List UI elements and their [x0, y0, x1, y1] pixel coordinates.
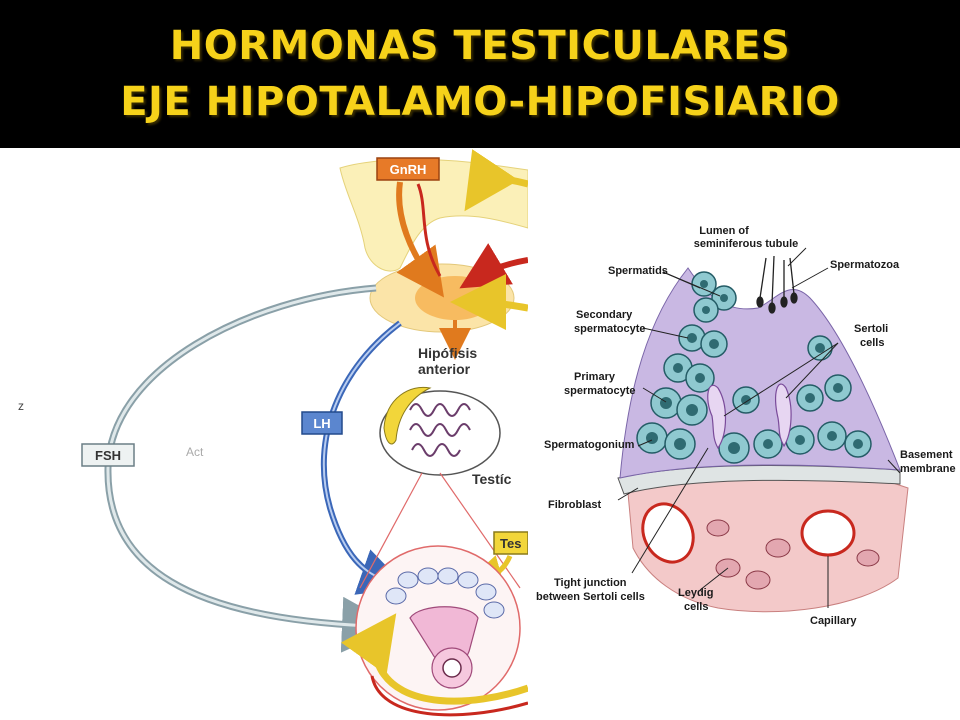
primary-spermatocyte-label-line1: Primary [574, 371, 616, 383]
fsh-label: FSH [95, 448, 121, 463]
sertoli-label-line1: Sertoli [854, 323, 888, 335]
axis-diagram: z Act GnRH Hipófisis anterior [18, 149, 528, 717]
feedback-arrow-yellow [450, 274, 528, 331]
spermatogonium-label: Spermatogonium [544, 439, 635, 451]
slide-title-line-2: EJE HIPOTALAMO-HIPOFISIARIO [120, 79, 840, 125]
zoom-line-left [359, 472, 423, 589]
lumen-label-line2: seminiferous tubule [694, 238, 799, 250]
lh-arrow-highlight [322, 322, 401, 581]
fsh-arrow-highlight [106, 286, 377, 628]
pituitary-core-shape [415, 276, 495, 320]
hipofisis-label-line2: anterior [418, 361, 471, 377]
germ-cell-nuclei [646, 280, 863, 454]
title-bar: HORMONAS TESTICULARES EJE HIPOTALAMO-HIP… [0, 0, 960, 148]
gnrh-arrow [396, 181, 445, 298]
gnrh-box [376, 157, 440, 181]
leader-lines [617, 247, 901, 608]
spermatids-label: Spermatids [608, 265, 668, 277]
basement-membrane-label-line1: Basement [900, 449, 953, 461]
leydig-label-line2: cells [684, 601, 708, 613]
gnrh-arrow-inner [416, 183, 442, 277]
tight-junction-label-line2: between Sertoli cells [536, 591, 645, 603]
seminiferous-tubule-panel: Lumen of seminiferous tubule Spermatids … [528, 148, 960, 720]
fsh-box [81, 443, 135, 467]
feedback-arrow-red [459, 243, 528, 289]
seminiferous-tubule-diagram: Lumen of seminiferous tubule Spermatids … [536, 225, 956, 627]
spermatozoa-label: Spermatozoa [830, 259, 900, 271]
testosterona-label: Tes [500, 536, 521, 551]
lh-box [301, 411, 343, 435]
secondary-spermatocyte-label-line1: Secondary [576, 309, 633, 321]
lumen-label-line1: Lumen of [699, 225, 749, 237]
sertoli-label-line2: cells [860, 337, 884, 349]
fragment-act-label: Act [186, 445, 204, 459]
testosterona-box [493, 531, 528, 555]
slide-title-line-1: HORMONAS TESTICULARES [169, 23, 791, 69]
feedback-arrow-bottom [340, 613, 528, 705]
lh-label: LH [313, 416, 330, 431]
capillary-label: Capillary [810, 615, 857, 627]
spermatozoa-shape [756, 255, 798, 314]
fibroblast-label: Fibroblast [548, 499, 602, 511]
hipofisis-label-line1: Hipófisis [418, 345, 477, 361]
axis-diagram-panel: z Act GnRH Hipófisis anterior [0, 148, 528, 720]
feedback-arrow-bottom-red [370, 675, 528, 717]
primary-spermatocyte-label-line2: spermatocyte [564, 385, 636, 397]
fsh-arrow [104, 284, 398, 653]
fragment-z-label: z [18, 399, 24, 413]
basement-membrane-label-line2: membrane [900, 463, 956, 475]
testiculo-label: Testíc [472, 471, 512, 487]
secondary-spermatocyte-label-line2: spermatocyte [574, 323, 646, 335]
leydig-label-line1: Leydig [678, 587, 713, 599]
testis-shape [379, 386, 501, 476]
sertoli-cells-shape [707, 383, 792, 450]
gnrh-label: GnRH [390, 162, 427, 177]
tubule-zoom-circle [355, 545, 521, 711]
capillary-shape [641, 502, 856, 564]
tight-junction-label-line1: Tight junction [554, 577, 627, 589]
feedback-arrow-top [464, 149, 528, 212]
